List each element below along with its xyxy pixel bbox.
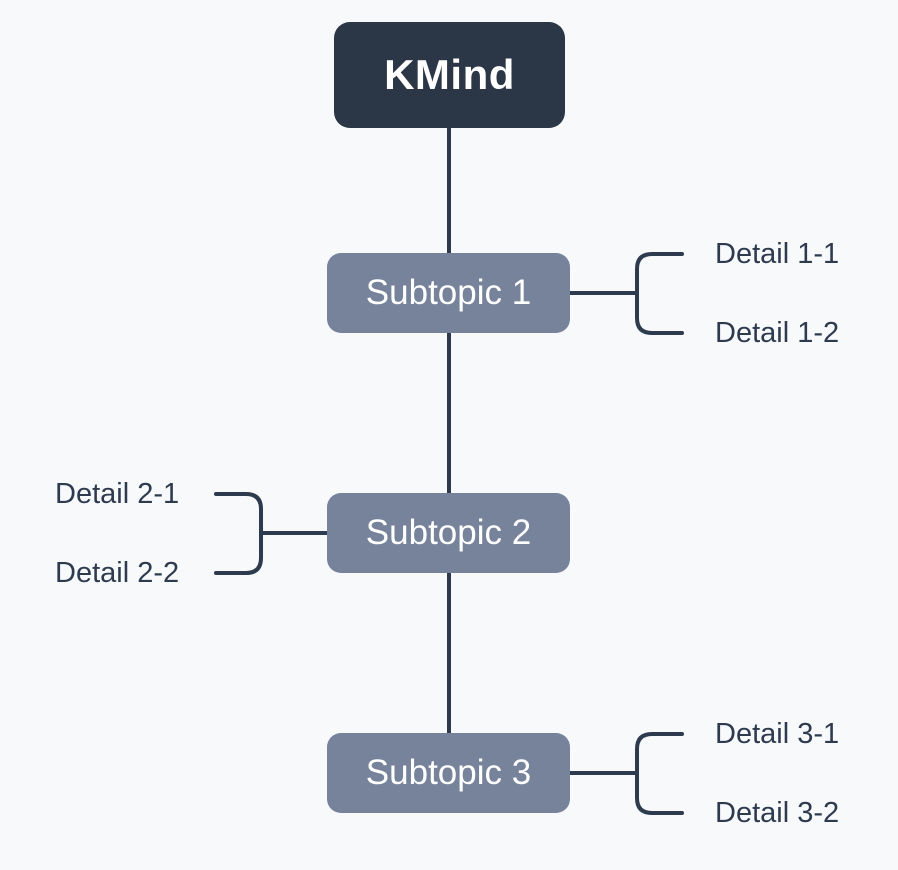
- subtopic-node-3[interactable]: Subtopic 3: [327, 733, 570, 813]
- subtopic-node-1[interactable]: Subtopic 1: [327, 253, 570, 333]
- bracket-subtopic1-details: [635, 252, 684, 335]
- detail-node-2-1[interactable]: Detail 2-1: [55, 478, 180, 510]
- detail-node-1-1[interactable]: Detail 1-1: [715, 238, 840, 270]
- root-node[interactable]: KMind: [334, 22, 565, 128]
- detail-node-2-2[interactable]: Detail 2-2: [55, 557, 180, 589]
- subtopic-node-2[interactable]: Subtopic 2: [327, 493, 570, 573]
- detail-node-3-1[interactable]: Detail 3-1: [715, 718, 840, 750]
- bracket-subtopic2-details: [214, 492, 263, 575]
- detail-node-1-2[interactable]: Detail 1-2: [715, 317, 840, 349]
- bracket-subtopic3-details: [635, 732, 684, 815]
- detail-node-3-2[interactable]: Detail 3-2: [715, 797, 840, 829]
